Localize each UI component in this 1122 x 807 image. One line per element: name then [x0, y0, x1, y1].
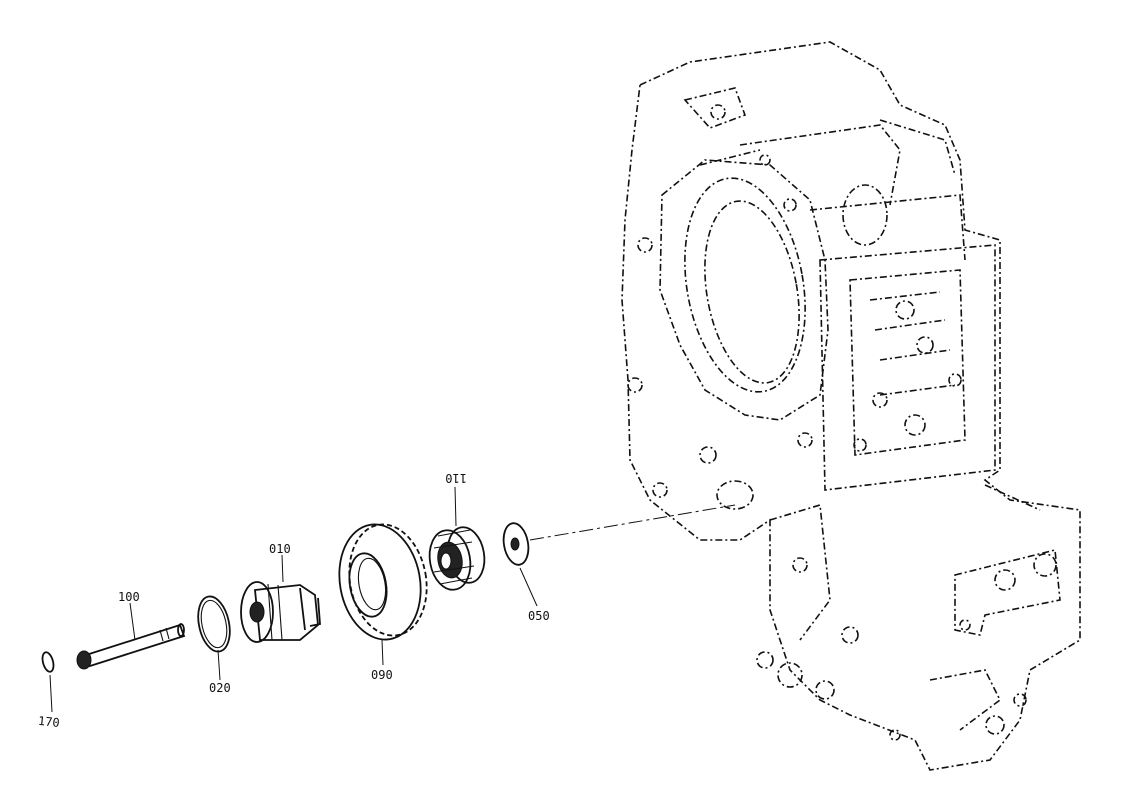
part-110-needle-bearing	[428, 486, 486, 591]
label-020: 020	[209, 681, 231, 695]
label-100: 100	[118, 590, 140, 604]
part-010-hub	[240, 554, 321, 643]
label-170: 170	[37, 714, 60, 730]
label-010: 010	[269, 542, 291, 556]
label-050: 050	[528, 609, 550, 623]
label-110: 110	[445, 471, 467, 485]
assembly-axis-line	[529, 504, 736, 541]
label-090: 090	[371, 668, 393, 682]
part-050-thrust-washer	[502, 522, 538, 607]
transmission-housing	[621, 41, 1081, 771]
part-100-bolt	[76, 602, 186, 670]
part-170-snap-ring	[41, 651, 55, 713]
part-090-large-gear	[338, 523, 428, 666]
part-020-o-ring	[197, 595, 231, 681]
